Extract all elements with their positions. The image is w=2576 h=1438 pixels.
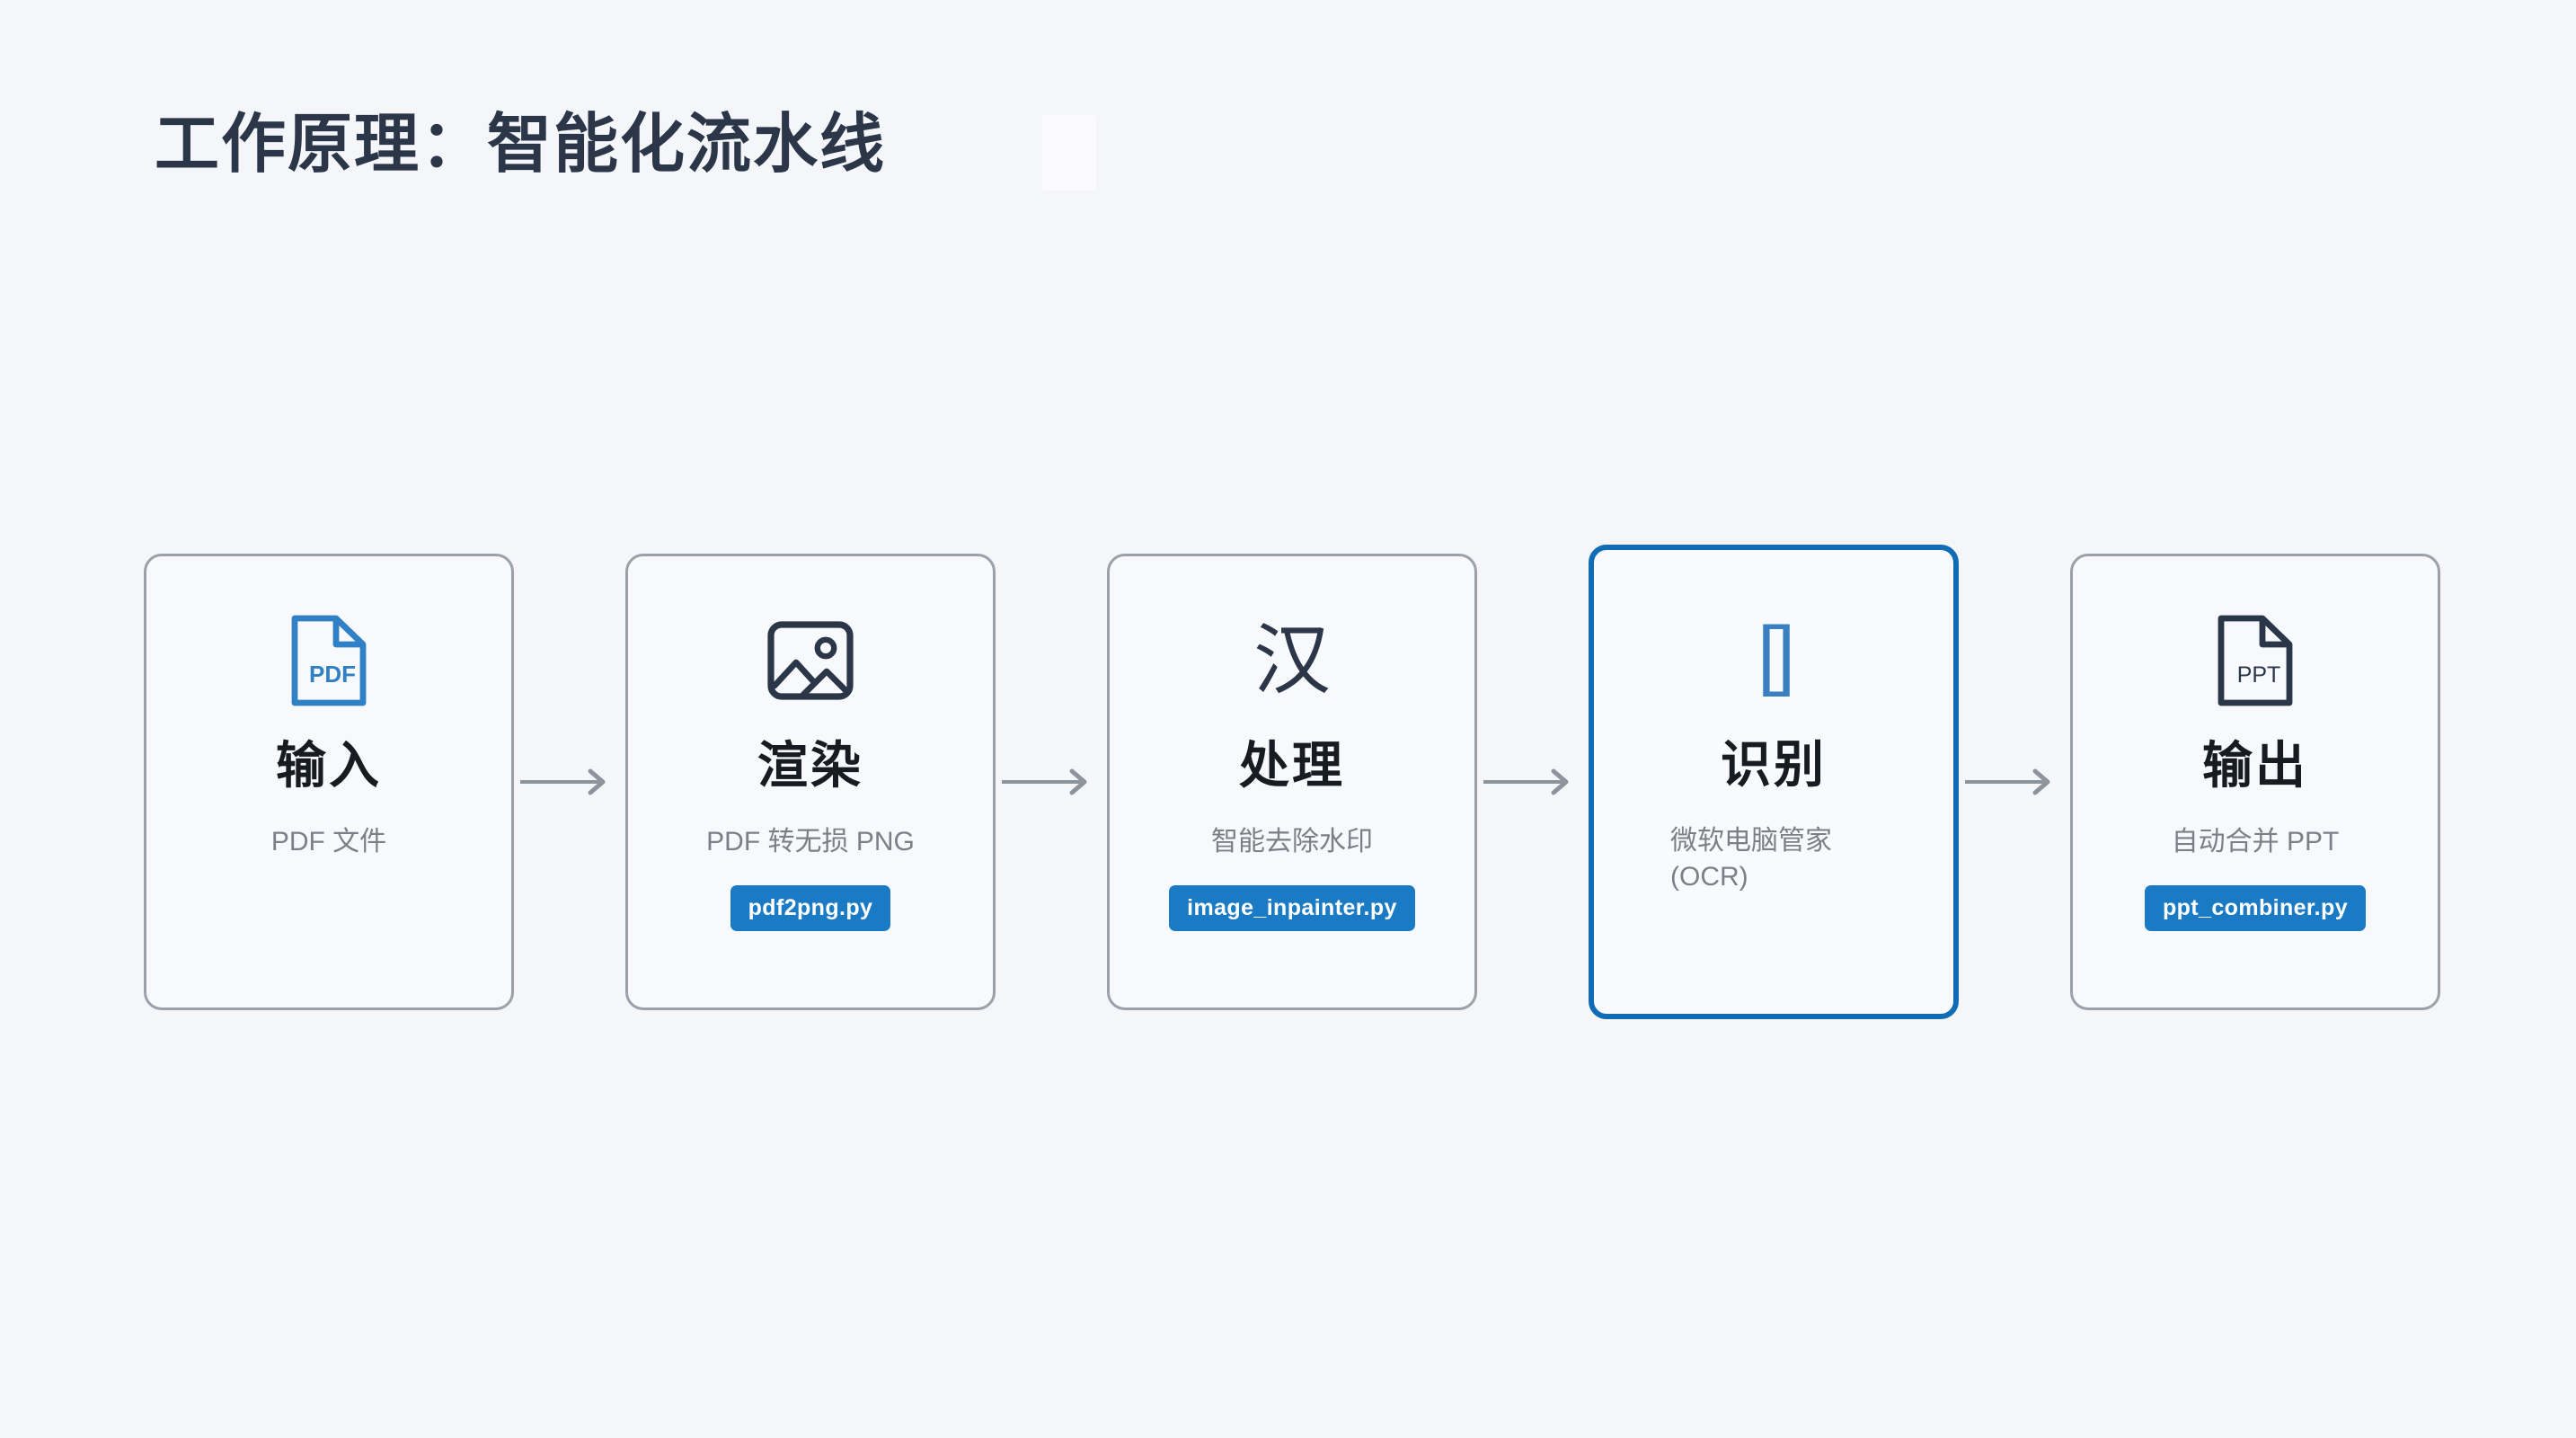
pdf-file-icon: PDF <box>286 607 372 715</box>
step-script-badge[interactable]: ppt_combiner.py <box>2144 885 2367 932</box>
step-subtitle: 智能去除水印 <box>1211 826 1373 857</box>
missing-glyph-brackets: [] <box>1757 611 1795 697</box>
pipeline-step-recognize[interactable]: [] 识别 微软电脑管家 (OCR) <box>1589 545 1959 1019</box>
arrow-right-icon <box>514 764 625 800</box>
step-title: 输出 <box>2202 737 2308 794</box>
svg-text:PDF: PDF <box>309 661 356 688</box>
step-title: 输入 <box>276 737 382 794</box>
title-highlight <box>1042 115 1096 191</box>
step-subtitle: PDF 文件 <box>270 826 387 857</box>
missing-glyph-icon: [] <box>1757 600 1795 708</box>
step-subtitle: 自动合并 PPT <box>2171 826 2340 857</box>
step-subtitle: PDF 转无损 PNG <box>706 826 915 857</box>
pipeline-step-render[interactable]: 渲染 PDF 转无损 PNG pdf2png.py <box>625 554 996 1010</box>
arrow-right-icon <box>996 764 1107 800</box>
step-script-badge[interactable]: image_inpainter.py <box>1169 885 1415 932</box>
arrow-right-icon <box>1959 764 2070 800</box>
image-icon <box>764 607 857 715</box>
han-character-icon: 汉 <box>1253 607 1331 715</box>
pipeline-row: PDF 输入 PDF 文件 渲染 PDF 转无损 PNG pdf2png.py <box>144 539 2444 1025</box>
pipeline-step-process[interactable]: 汉 处理 智能去除水印 image_inpainter.py <box>1107 554 1477 1010</box>
pipeline-step-input[interactable]: PDF 输入 PDF 文件 <box>144 554 514 1010</box>
step-title: 处理 <box>1239 737 1345 794</box>
han-character-glyph: 汉 <box>1253 617 1331 704</box>
arrow-right-icon <box>1477 764 1589 800</box>
step-title: 识别 <box>1721 736 1827 793</box>
step-subtitle: 微软电脑管家 (OCR) <box>1670 825 1832 892</box>
ppt-file-icon: PPT <box>2212 607 2298 715</box>
pipeline-step-output[interactable]: PPT 输出 自动合并 PPT ppt_combiner.py <box>2070 554 2440 1010</box>
step-title: 渲染 <box>757 737 863 794</box>
step-script-badge[interactable]: pdf2png.py <box>730 885 891 932</box>
page-title: 工作原理：智能化流水线 <box>155 109 887 181</box>
svg-text:PPT: PPT <box>2237 662 2281 688</box>
